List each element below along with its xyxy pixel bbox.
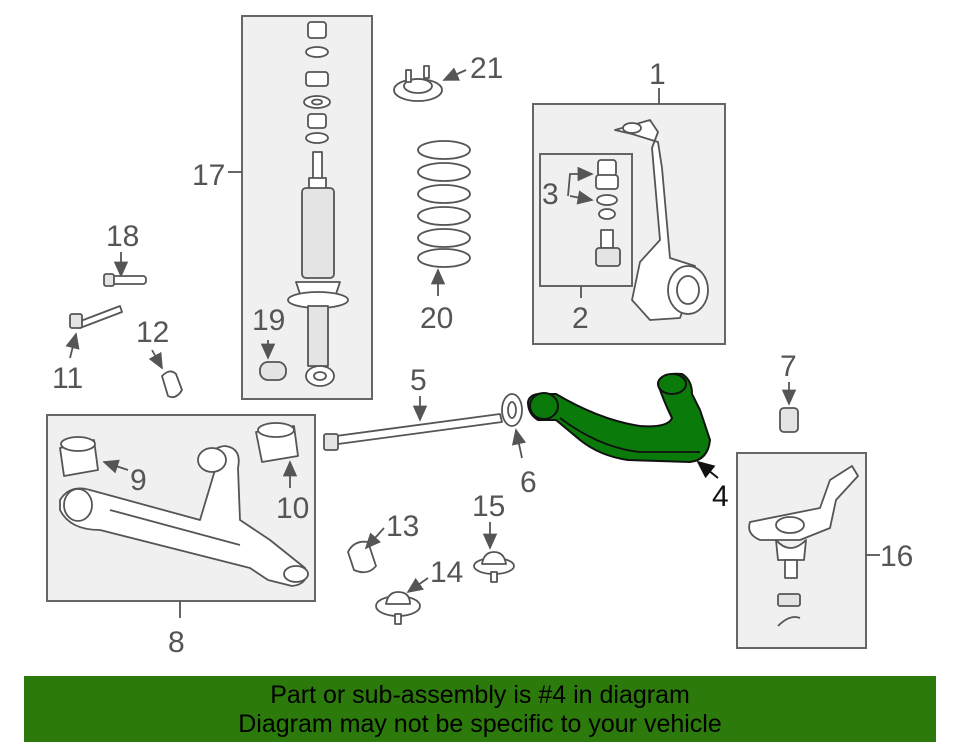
callout-1: 1	[649, 58, 666, 91]
callout-4: 4	[712, 480, 729, 513]
info-banner: Part or sub-assembly is #4 in diagram Di…	[24, 676, 936, 742]
callout-15: 15	[472, 490, 505, 523]
callout-9: 9	[130, 464, 147, 497]
shock-absorber-group: 17 19	[192, 15, 373, 400]
upper-control-arm-4: 4	[527, 372, 729, 513]
long-bolt-5: 5 6	[323, 364, 537, 499]
callout-20: 20	[420, 302, 453, 335]
callout-16: 16	[880, 540, 913, 573]
callout-7: 7	[780, 350, 797, 383]
callout-10: 10	[276, 492, 309, 525]
ball-joint-group: 16	[736, 452, 913, 649]
callout-6: 6	[520, 466, 537, 499]
callout-18: 18	[106, 220, 139, 253]
steering-knuckle-group: 1 2 3	[532, 58, 726, 345]
callout-8: 8	[168, 626, 185, 659]
callout-21: 21	[470, 52, 503, 85]
bolt-11	[77, 305, 123, 329]
callout-19: 19	[252, 304, 285, 337]
nut-7: 7	[779, 350, 799, 433]
banner-line-1: Part or sub-assembly is #4 in diagram	[270, 681, 690, 709]
callout-12: 12	[136, 316, 169, 349]
callout-13: 13	[386, 510, 419, 543]
bolts-group: 18 11 12	[52, 220, 183, 399]
upper-mount-21: 21	[393, 52, 503, 102]
nut-12	[161, 370, 183, 399]
bushing-19	[259, 361, 287, 381]
bumper-13	[347, 540, 377, 574]
callout-5: 5	[410, 364, 427, 397]
callout-2: 2	[572, 302, 589, 335]
callout-3: 3	[542, 178, 559, 211]
callout-17: 17	[192, 159, 225, 192]
callout-14: 14	[430, 556, 463, 589]
coil-spring-20: 20	[417, 140, 471, 335]
callout-11: 11	[52, 362, 83, 395]
small-parts-group: 13 14 15	[347, 490, 515, 625]
lower-arm-group: 8 9 10	[46, 414, 316, 659]
banner-line-2: Diagram may not be specific to your vehi…	[238, 710, 722, 738]
